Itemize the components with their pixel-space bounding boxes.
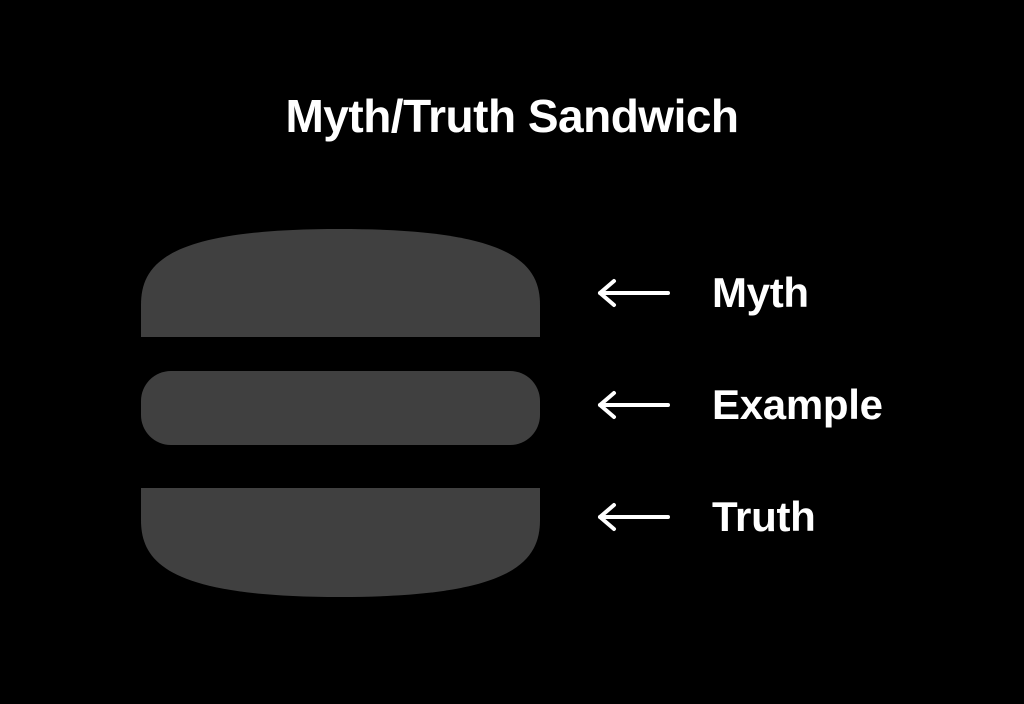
label-truth: Truth (712, 493, 816, 540)
arrow-left-icon (598, 391, 670, 419)
arrow-left-icon (598, 279, 670, 307)
arrow-left-icon (598, 503, 670, 531)
diagram-title: Myth/Truth Sandwich (285, 90, 739, 142)
bottom-bun-layer (141, 488, 540, 597)
label-myth: Myth (712, 269, 809, 316)
filling-layer (141, 371, 540, 445)
label-example: Example (712, 381, 883, 428)
top-bun-layer (141, 229, 540, 337)
